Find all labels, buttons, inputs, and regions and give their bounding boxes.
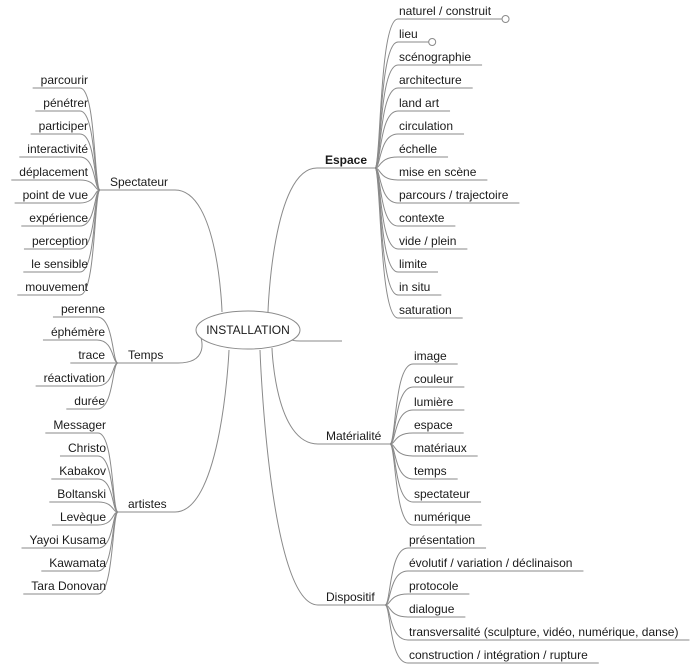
child-artistes[interactable]: Tara Donovan [31,579,106,593]
nodes: Spectateur parcourir pénétrer participer int… [19,4,678,662]
child-line-dispositif [384,604,599,664]
child-artistes[interactable]: Yayoi Kusama [30,533,107,547]
child-spectateur[interactable]: perception [32,234,88,248]
child-artistes[interactable]: Christo [68,441,106,455]
child-spectateur[interactable]: point de vue [23,188,89,202]
child-line-dispositif [384,593,470,606]
child-materialite[interactable]: matériaux [414,441,467,455]
child-espace[interactable]: lieu [399,27,418,41]
child-espace[interactable]: land art [399,96,440,110]
child-espace[interactable]: saturation [399,303,452,317]
child-temps[interactable]: réactivation [44,371,105,385]
child-line-temps [42,339,119,364]
child-line-espace [374,156,449,169]
child-dispositif[interactable]: présentation [409,533,475,547]
branch-line-dispositif [259,349,319,606]
child-line-materialite [389,432,464,445]
child-line-espace [374,167,463,319]
child-materialite[interactable]: couleur [414,372,453,386]
child-line-artistes [51,478,119,513]
child-line-temps [66,362,119,410]
child-espace[interactable]: circulation [399,119,453,133]
child-line-materialite [389,409,465,445]
child-dispositif[interactable]: construction / intégration / rupture [409,648,588,662]
child-espace[interactable]: contexte [399,211,445,225]
child-line-dispositif [384,604,466,618]
child-espace[interactable]: scénographie [399,50,471,64]
child-spectateur[interactable]: pénétrer [43,96,88,110]
child-espace[interactable]: vide / plein [399,234,456,248]
branch-artistes[interactable]: artistes [128,497,167,511]
child-dispositif[interactable]: dialogue [409,602,455,616]
child-artistes[interactable]: Kabakov [59,464,106,478]
child-espace[interactable]: mise en scène [399,165,477,179]
branch-dispositif[interactable]: Dispositif [326,590,375,604]
child-espace[interactable]: naturel / construit [399,4,492,18]
child-temps[interactable]: trace [78,348,105,362]
child-materialite[interactable]: espace [414,418,453,432]
child-espace[interactable]: architecture [399,73,462,87]
child-espace[interactable]: échelle [399,142,437,156]
branch-line-materialite [271,347,319,445]
branch-materialite[interactable]: Matérialité [326,429,382,443]
child-line-materialite [389,443,482,526]
connector-lines [11,18,690,664]
child-spectateur[interactable]: interactivité [27,142,88,156]
child-line-artistes [23,511,119,595]
child-spectateur[interactable]: déplacement [19,165,88,179]
child-espace[interactable]: in situ [399,280,430,294]
branch-line-espace [267,167,318,313]
child-dispositif[interactable]: protocole [409,579,459,593]
branch-line-artistes [174,349,230,513]
child-line-dispositif [384,570,584,606]
child-spectateur[interactable]: le sensible [31,257,88,271]
child-line-materialite [389,443,478,457]
child-temps[interactable]: durée [74,394,105,408]
child-materialite[interactable]: spectateur [414,487,470,501]
child-temps[interactable]: éphémère [51,325,105,339]
child-line-espace [374,167,488,181]
child-materialite[interactable]: temps [414,464,447,478]
child-artistes[interactable]: Boltanski [57,487,106,501]
child-artistes[interactable]: Messager [53,418,106,432]
child-materialite[interactable]: image [414,349,447,363]
child-materialite[interactable]: lumière [414,395,454,409]
child-espace[interactable]: limite [399,257,427,271]
branch-line-spectateur [174,189,223,313]
child-line-espace [374,18,503,169]
child-spectateur[interactable]: parcourir [41,73,88,87]
branch-line-temps [177,337,203,364]
child-artistes[interactable]: Kawamata [49,556,106,570]
child-dispositif[interactable]: évolutif / variation / déclinaison [409,556,572,570]
child-artistes[interactable]: Levèque [60,510,106,524]
child-line-spectateur [17,189,101,296]
child-espace[interactable]: parcours / trajectoire [399,188,509,202]
center-ellipse [195,310,301,350]
child-spectateur[interactable]: participer [39,119,88,133]
child-temps[interactable]: perenne [61,302,105,316]
link-marker-icon[interactable] [501,15,510,23]
center-node[interactable]: INSTALLATION [195,310,301,350]
child-spectateur[interactable]: expérience [29,211,88,225]
center-label: INSTALLATION [206,323,290,337]
child-spectateur[interactable]: mouvement [25,280,88,294]
child-materialite[interactable]: numérique [414,510,471,524]
child-line-spectateur [11,179,101,191]
link-marker-icon[interactable] [428,38,437,46]
branch-temps[interactable]: Temps [128,348,163,362]
child-line-spectateur [19,156,101,191]
child-line-espace [374,133,465,169]
branch-spectateur[interactable]: Spectateur [110,175,168,189]
branch-espace[interactable]: Espace [325,153,367,167]
child-line-artistes [49,501,119,513]
child-dispositif[interactable]: transversalité (sculpture, vidéo, numéri… [409,625,678,639]
